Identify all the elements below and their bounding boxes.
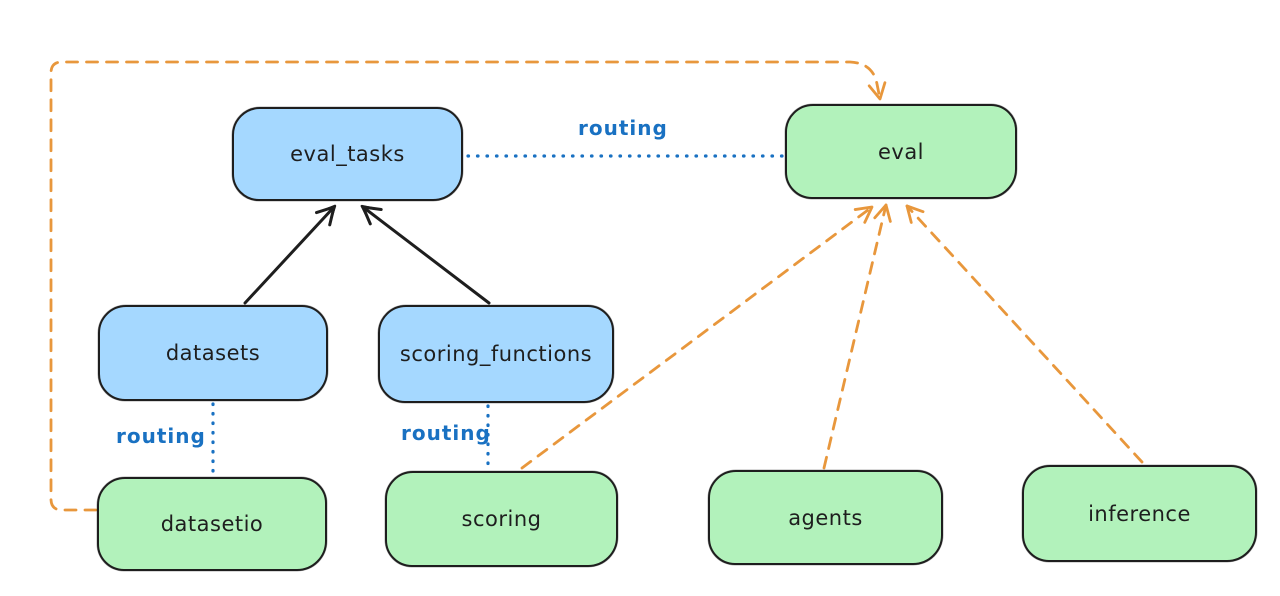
edge-agents-to-eval: [822, 203, 892, 470]
node-agents-label: agents: [788, 505, 863, 530]
node-datasets: datasets: [98, 305, 328, 401]
node-agents: agents: [708, 470, 943, 565]
node-eval-tasks: eval_tasks: [232, 107, 463, 201]
node-eval-label: eval: [877, 139, 925, 164]
node-scoring-functions-label: scoring_functions: [399, 342, 593, 366]
edge-label-routing-datasets: routing: [116, 424, 206, 448]
edge-label-routing-scoring: routing: [401, 421, 491, 445]
edge-scoring-to-eval: [520, 205, 874, 470]
node-datasetio: datasetio: [97, 477, 327, 571]
node-scoring-label: scoring: [461, 507, 542, 531]
edge-inference-to-eval: [905, 204, 1144, 464]
edge-scoring-functions-to-eval-tasks: [360, 204, 491, 305]
node-scoring-functions: scoring_functions: [378, 305, 614, 403]
node-eval: eval: [785, 104, 1017, 199]
node-eval-tasks-label: eval_tasks: [290, 142, 405, 166]
node-datasets-label: datasets: [165, 341, 261, 365]
edge-datasetio-to-eval: [49, 60, 887, 512]
node-scoring: scoring: [385, 471, 618, 567]
edge-label-routing-top: routing: [578, 116, 668, 140]
node-datasetio-label: datasetio: [160, 512, 264, 536]
node-inference: inference: [1022, 465, 1257, 562]
edge-datasets-to-eval-tasks: [243, 204, 337, 305]
node-inference-label: inference: [1088, 501, 1191, 526]
